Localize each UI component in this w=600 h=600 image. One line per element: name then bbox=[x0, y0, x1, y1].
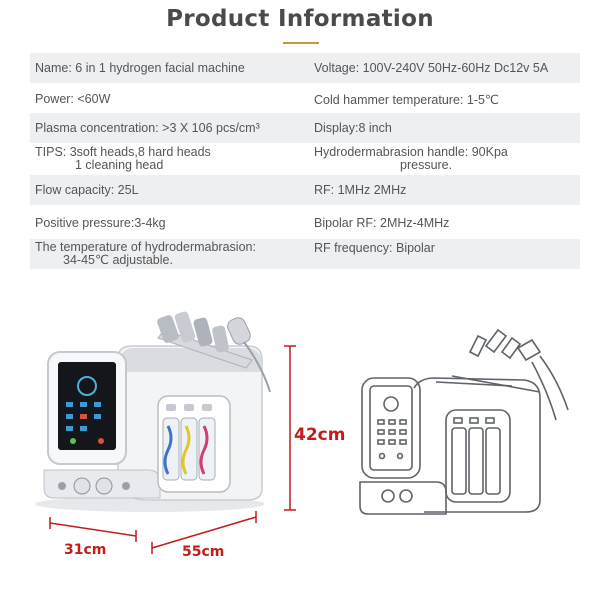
spec-handle-line1: Hydrodermabrasion handle: 90Kpa bbox=[314, 145, 508, 159]
device-photo bbox=[35, 311, 271, 512]
spec-temperature: The temperature of hydrodermabrasion: 34… bbox=[35, 239, 305, 269]
spec-display: Display:8 inch bbox=[314, 121, 392, 135]
spec-name: Name: 6 in 1 hydrogen facial machine bbox=[35, 61, 245, 75]
spec-flow: Flow capacity: 25L bbox=[35, 183, 139, 197]
spec-voltage: Voltage: 100V-240V 50Hz-60Hz Dc12v 5A bbox=[314, 61, 549, 75]
width-label: 55cm bbox=[182, 544, 224, 560]
spec-plasma: Plasma concentration: >3 X 106 pcs/cm³ bbox=[35, 121, 260, 135]
height-dimension: 42cm bbox=[284, 345, 345, 511]
spec-tips: TIPS: 3soft heads,8 hard heads 1 cleanin… bbox=[35, 144, 305, 174]
spec-rf-frequency: RF frequency: Bipolar bbox=[314, 241, 435, 255]
spec-cold-hammer: Cold hammer temperature: 1-5℃ bbox=[314, 92, 499, 107]
control-screen bbox=[47, 351, 127, 465]
spec-row: Plasma concentration: >3 X 106 pcs/cm³ D… bbox=[30, 113, 580, 143]
spec-tips-line1: TIPS: 3soft heads,8 hard heads bbox=[35, 145, 211, 159]
spec-temperature-line2: 34-45℃ adjustable. bbox=[63, 253, 173, 267]
depth-label: 31cm bbox=[64, 542, 106, 558]
spec-row: Power: <60W Cold hammer temperature: 1-5… bbox=[30, 84, 580, 114]
spec-row: TIPS: 3soft heads,8 hard heads 1 cleanin… bbox=[30, 144, 580, 174]
spec-temperature-line1: The temperature of hydrodermabrasion: bbox=[35, 240, 256, 254]
title-underline bbox=[283, 42, 319, 44]
device-line-drawing bbox=[359, 328, 569, 515]
depth-dimension: 31cm bbox=[49, 517, 137, 558]
spec-tips-line2: 1 cleaning head bbox=[75, 158, 164, 172]
spec-rf: RF: 1MHz 2MHz bbox=[314, 183, 407, 197]
width-dimension: 55cm bbox=[151, 511, 257, 560]
product-illustration: 42cm 31cm 55cm bbox=[35, 311, 569, 560]
spec-handle: Hydrodermabrasion handle: 90Kpa pressure… bbox=[314, 144, 580, 174]
page-title: Product Information bbox=[166, 6, 434, 32]
spec-row: The temperature of hydrodermabrasion: 34… bbox=[30, 239, 580, 269]
spec-handle-line2: pressure. bbox=[400, 158, 453, 172]
height-label: 42cm bbox=[294, 425, 345, 445]
spec-pressure: Positive pressure:3-4kg bbox=[35, 216, 166, 230]
handpiece-rack bbox=[157, 311, 271, 393]
spec-power: Power: <60W bbox=[35, 92, 111, 106]
spec-bipolar-rf: Bipolar RF: 2MHz-4MHz bbox=[314, 216, 450, 230]
spec-row: Name: 6 in 1 hydrogen facial machine Vol… bbox=[30, 53, 580, 83]
spec-row: Flow capacity: 25L RF: 1MHz 2MHz bbox=[30, 175, 580, 205]
bottle-compartment bbox=[157, 395, 231, 493]
spec-row: Positive pressure:3-4kg Bipolar RF: 2MHz… bbox=[30, 208, 580, 238]
